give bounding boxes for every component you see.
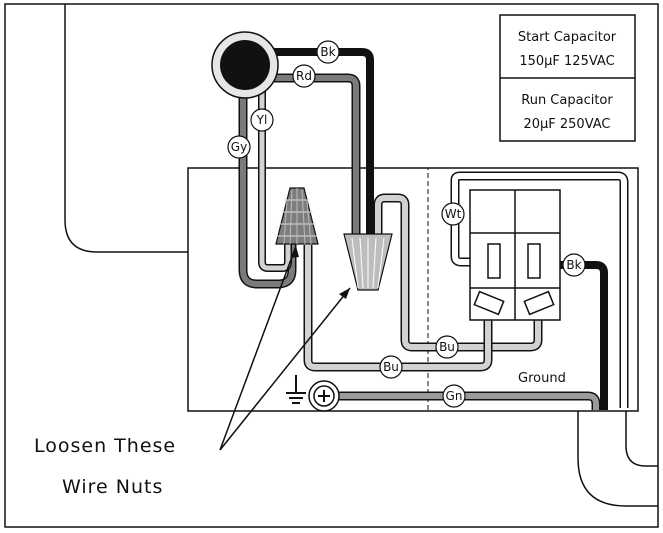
callout-line-right-nut: [219, 287, 351, 451]
wire-tag-bk-top: Bk: [316, 40, 340, 64]
start-capacitor-rating: 150µF 125VAC: [519, 54, 614, 69]
svg-text:Gn: Gn: [446, 389, 463, 403]
callout-arrowhead: [290, 246, 299, 258]
ground-label: Ground: [518, 371, 566, 386]
left-housing: [64, 4, 188, 253]
control-compartment: [427, 167, 639, 412]
wire-tag-bu-bottom: Bu: [379, 355, 403, 379]
svg-text:Bu: Bu: [439, 340, 455, 354]
wire-nut-icon: [343, 233, 393, 291]
run-capacitor-title: Run Capacitor: [521, 93, 613, 108]
svg-text:Wt: Wt: [445, 207, 462, 221]
wire-tag-yl: Yl: [250, 108, 274, 132]
svg-text:Rd: Rd: [296, 69, 312, 83]
black-wire-top: [265, 48, 374, 235]
wire-tag-gn: Gn: [442, 384, 466, 408]
callout-line-left-nut: [219, 245, 297, 451]
ground-icon: [286, 375, 306, 404]
callout-text-line2: Wire Nuts: [62, 476, 163, 498]
svg-text:Yl: Yl: [256, 113, 268, 127]
ground-screw-icon: [308, 380, 340, 412]
wire-nut-icon: [275, 187, 319, 245]
wire-tag-wt: Wt: [441, 202, 465, 226]
svg-text:Gy: Gy: [231, 140, 247, 154]
wire-tag-bk-right: Bk: [562, 253, 586, 277]
wire-tag-gy: Gy: [227, 135, 251, 159]
wire-tag-bu-right: Bu: [435, 335, 459, 359]
terminal-block: [469, 189, 561, 321]
motor-terminal-icon: [220, 40, 270, 90]
svg-text:Bk: Bk: [320, 45, 335, 59]
svg-text:Bu: Bu: [383, 360, 399, 374]
conduit-inner: [625, 411, 658, 467]
svg-text:Bk: Bk: [566, 258, 581, 272]
conduit: [577, 411, 658, 507]
run-capacitor-rating: 20µF 250VAC: [523, 117, 610, 132]
wire-tag-rd: Rd: [292, 64, 316, 88]
callout-arrowhead: [339, 288, 350, 299]
callout-text-line1: Loosen These: [34, 435, 176, 457]
black-wire-right: [535, 261, 608, 410]
start-capacitor-title: Start Capacitor: [518, 30, 617, 45]
